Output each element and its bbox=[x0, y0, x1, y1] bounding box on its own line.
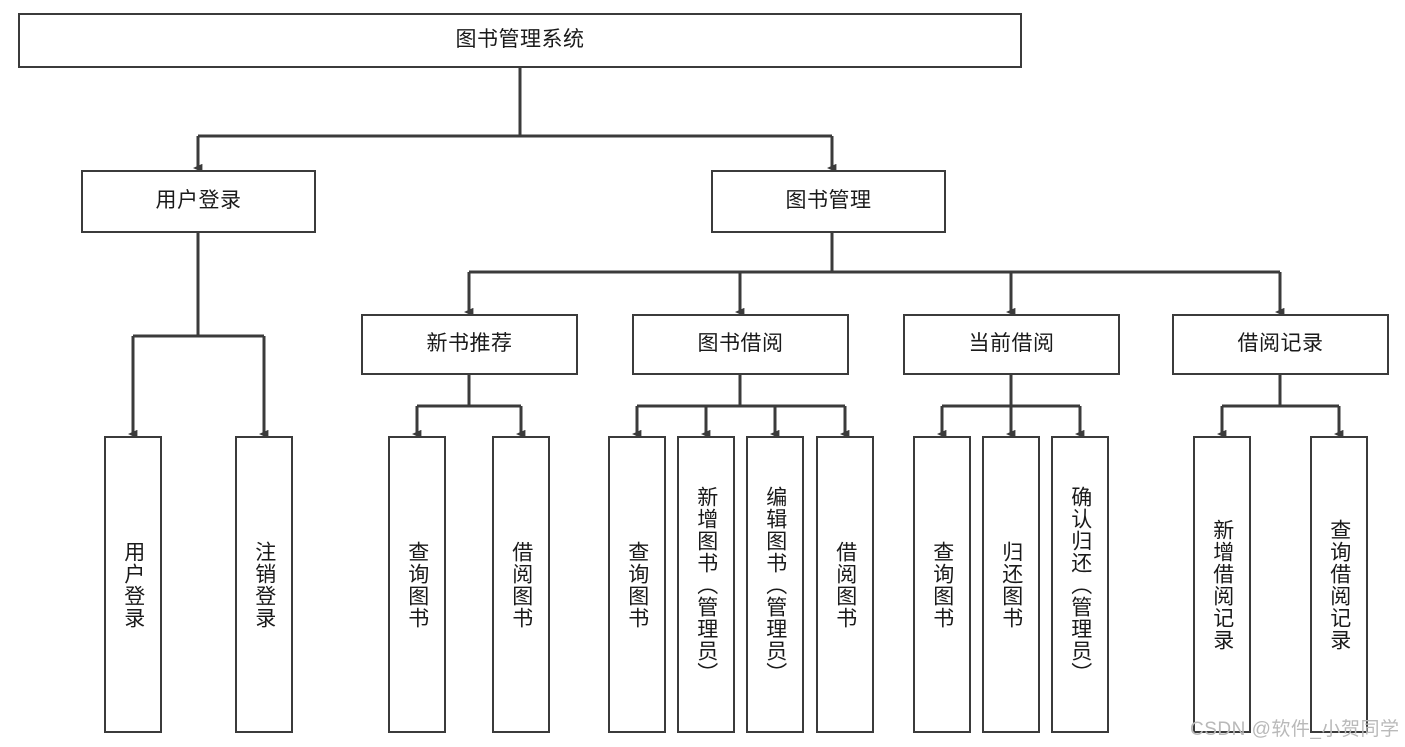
node-leaf-add-book[interactable]: 新增图书（管理员） bbox=[677, 436, 735, 733]
node-book-borrow[interactable]: 图书借阅 bbox=[632, 314, 849, 375]
node-label: 借阅图书 bbox=[509, 540, 533, 629]
node-leaf-return-book[interactable]: 归还图书 bbox=[982, 436, 1040, 733]
node-label: 编辑图书（管理员） bbox=[763, 485, 787, 684]
node-label: 查询借阅记录 bbox=[1327, 518, 1351, 651]
node-leaf-borrow-book-2[interactable]: 借阅图书 bbox=[816, 436, 874, 733]
node-label: 用户登录 bbox=[155, 189, 242, 213]
node-leaf-query-book-3[interactable]: 查询图书 bbox=[913, 436, 971, 733]
node-leaf-borrow-book-1[interactable]: 借阅图书 bbox=[492, 436, 550, 733]
node-label: 当前借阅 bbox=[968, 332, 1055, 356]
node-leaf-user-login[interactable]: 用户登录 bbox=[104, 436, 162, 733]
node-label: 新书推荐 bbox=[426, 332, 513, 356]
node-leaf-add-record[interactable]: 新增借阅记录 bbox=[1193, 436, 1251, 733]
node-leaf-query-book-2[interactable]: 查询图书 bbox=[608, 436, 666, 733]
node-book-manage[interactable]: 图书管理 bbox=[711, 170, 946, 233]
node-leaf-edit-book[interactable]: 编辑图书（管理员） bbox=[746, 436, 804, 733]
node-book-management-system[interactable]: 图书管理系统 bbox=[18, 13, 1022, 68]
node-new-book-recommend[interactable]: 新书推荐 bbox=[361, 314, 578, 375]
node-label: 新增借阅记录 bbox=[1210, 518, 1234, 651]
node-label: 图书管理系统 bbox=[455, 28, 585, 52]
node-label: 借阅图书 bbox=[833, 540, 857, 629]
node-label: 借阅记录 bbox=[1237, 332, 1324, 356]
node-borrow-record[interactable]: 借阅记录 bbox=[1172, 314, 1389, 375]
node-leaf-query-record[interactable]: 查询借阅记录 bbox=[1310, 436, 1368, 733]
node-label: 注销登录 bbox=[252, 540, 276, 629]
node-label: 查询图书 bbox=[625, 540, 649, 629]
node-label: 图书管理 bbox=[785, 189, 872, 213]
node-label: 查询图书 bbox=[930, 540, 954, 629]
node-label: 查询图书 bbox=[405, 540, 429, 629]
node-label: 确认归还（管理员） bbox=[1068, 485, 1092, 684]
node-label: 用户登录 bbox=[121, 540, 145, 629]
node-leaf-confirm-return[interactable]: 确认归还（管理员） bbox=[1051, 436, 1109, 733]
node-user-login[interactable]: 用户登录 bbox=[81, 170, 316, 233]
node-leaf-query-book-1[interactable]: 查询图书 bbox=[388, 436, 446, 733]
node-leaf-logout-login[interactable]: 注销登录 bbox=[235, 436, 293, 733]
node-label: 新增图书（管理员） bbox=[694, 485, 718, 684]
node-label: 归还图书 bbox=[999, 540, 1023, 629]
node-current-borrow[interactable]: 当前借阅 bbox=[903, 314, 1120, 375]
node-label: 图书借阅 bbox=[697, 332, 784, 356]
